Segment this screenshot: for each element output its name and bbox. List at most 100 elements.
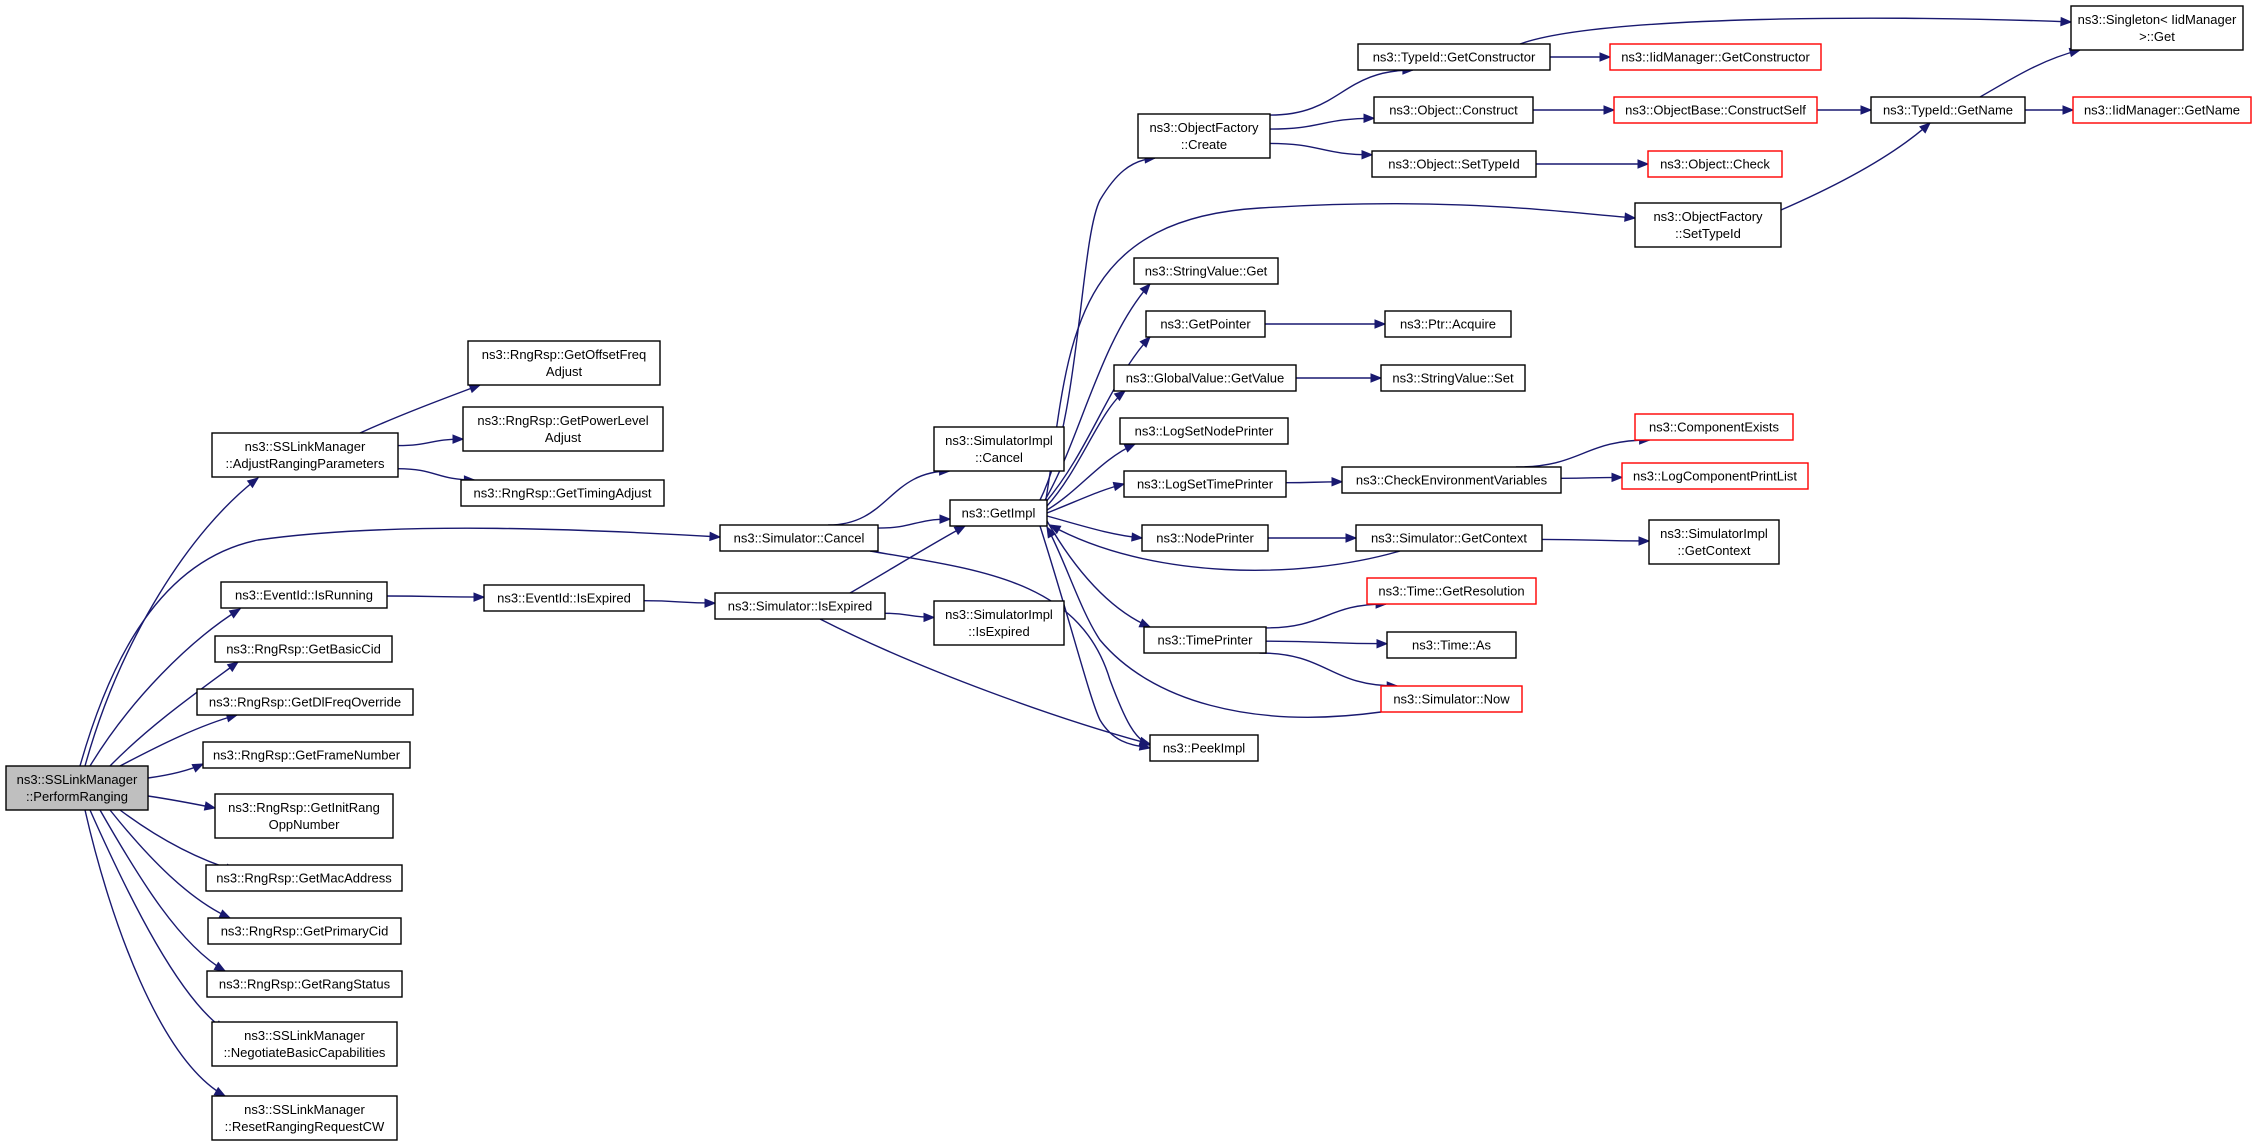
edge-line: [1259, 652, 1398, 687]
node-adjust[interactable]: ns3::SSLinkManager::AdjustRangingParamet…: [211, 432, 399, 478]
arrowhead: [1131, 532, 1144, 542]
node-implexpired[interactable]: ns3::SimulatorImpl::IsExpired: [933, 600, 1065, 646]
edge-line: [1046, 515, 1143, 539]
node-compexists[interactable]: ns3::ComponentExists: [1634, 413, 1794, 441]
node-isrunning[interactable]: ns3::EventId::IsRunning: [220, 581, 388, 609]
node-iidgetname[interactable]: ns3::IidManager::GetName: [2072, 96, 2252, 124]
node-basiccid[interactable]: ns3::RngRsp::GetBasicCid: [214, 635, 393, 663]
node-objcheck[interactable]: ns3::Object::Check: [1647, 150, 1783, 178]
node-framenum[interactable]: ns3::RngRsp::GetFrameNumber: [202, 741, 411, 769]
node-simnow[interactable]: ns3::Simulator::Now: [1380, 685, 1523, 713]
node-typeidgetname[interactable]: ns3::TypeId::GetName: [1870, 96, 2026, 124]
node-ptracquire[interactable]: ns3::Ptr::Acquire: [1384, 310, 1512, 338]
node-label: ns3::SimulatorImpl: [1660, 526, 1768, 541]
call-nodes: ns3::SSLinkManager::PerformRangingns3::S…: [5, 5, 2252, 1141]
node-simexpired[interactable]: ns3::Simulator::IsExpired: [714, 592, 886, 620]
node-getresolution[interactable]: ns3::Time::GetResolution: [1366, 577, 1537, 605]
node-ofsettypeid[interactable]: ns3::ObjectFactory::SetTypeId: [1634, 202, 1782, 248]
node-box: [1647, 150, 1783, 178]
node-box: [214, 635, 393, 663]
call-edge-simgetcontext-to-implgetcontext: [1541, 536, 1651, 546]
node-box: [1386, 631, 1517, 659]
edge-line: [119, 714, 238, 767]
node-getpointer[interactable]: ns3::GetPointer: [1145, 310, 1266, 338]
node-box: [2070, 5, 2244, 51]
node-primarycid[interactable]: ns3::RngRsp::GetPrimaryCid: [207, 917, 402, 945]
node-logcompprint[interactable]: ns3::LogComponentPrintList: [1621, 462, 1809, 490]
node-label: ns3::IidManager::GetConstructor: [1621, 50, 1810, 65]
node-label: ::PerformRanging: [26, 789, 128, 804]
arrowhead: [1638, 536, 1651, 546]
node-negotiate[interactable]: ns3::SSLinkManager::NegotiateBasicCapabi…: [211, 1021, 398, 1067]
arrowhead: [218, 909, 232, 919]
node-objconstruct[interactable]: ns3::Object::Construct: [1373, 96, 1534, 124]
call-edge-logsettime-to-checkenv: [1285, 477, 1344, 487]
arrowhead: [1123, 443, 1137, 453]
arrowhead: [2060, 16, 2073, 27]
node-iidgetconstructor[interactable]: ns3::IidManager::GetConstructor: [1609, 43, 1822, 71]
node-resetcw[interactable]: ns3::SSLinkManager::ResetRangingRequestC…: [211, 1095, 398, 1141]
call-edge-root-to-primarycid: [109, 809, 232, 919]
node-box: [483, 584, 645, 612]
node-box: [211, 432, 399, 478]
node-evexpired[interactable]: ns3::EventId::IsExpired: [483, 584, 645, 612]
node-box: [214, 793, 394, 839]
call-edge-getimpl-to-logsetnode: [1046, 443, 1137, 511]
node-label: ns3::SSLinkManager: [244, 1028, 365, 1043]
node-timingadj[interactable]: ns3::RngRsp::GetTimingAdjust: [460, 479, 665, 507]
call-edge-simcancel-to-implcancel: [828, 466, 951, 526]
arrowhead: [1370, 373, 1383, 383]
edge-line: [1046, 526, 1382, 718]
node-box: [1123, 470, 1287, 498]
node-label: ns3::RngRsp::GetTimingAdjust: [474, 486, 652, 501]
node-timeas[interactable]: ns3::Time::As: [1386, 631, 1517, 659]
node-checkenv[interactable]: ns3::CheckEnvironmentVariables: [1341, 466, 1562, 494]
edge-line: [1265, 640, 1388, 645]
node-ofcreate[interactable]: ns3::ObjectFactory::Create: [1137, 113, 1271, 159]
node-label: Adjust: [546, 364, 583, 379]
node-label: ns3::LogSetNodePrinter: [1135, 424, 1274, 439]
node-singleton[interactable]: ns3::Singleton< IidManager>::Get: [2070, 5, 2244, 51]
node-rangstatus[interactable]: ns3::RngRsp::GetRangStatus: [206, 970, 403, 998]
node-getimpl[interactable]: ns3::GetImpl: [949, 499, 1048, 527]
node-simcancel[interactable]: ns3::Simulator::Cancel: [719, 524, 879, 552]
node-label: ns3::TypeId::GetConstructor: [1373, 50, 1536, 65]
node-box: [462, 406, 664, 452]
node-gvgetvalue[interactable]: ns3::GlobalValue::GetValue: [1113, 364, 1297, 392]
edge-line: [1269, 69, 1413, 116]
node-label: ns3::EventId::IsRunning: [235, 588, 373, 603]
node-box: [933, 426, 1065, 472]
call-edge-adjust-to-powerlevel: [397, 434, 465, 447]
node-box: [1133, 257, 1279, 285]
node-box: [206, 970, 403, 998]
node-label: ::AdjustRangingParameters: [226, 456, 385, 471]
node-simgetcontext[interactable]: ns3::Simulator::GetContext: [1355, 524, 1543, 552]
node-logsetnode[interactable]: ns3::LogSetNodePrinter: [1119, 417, 1289, 445]
edge-line: [1044, 283, 1151, 501]
node-box: [1355, 524, 1543, 552]
edge-line: [89, 809, 226, 1031]
node-peekimpl[interactable]: ns3::PeekImpl: [1149, 734, 1259, 762]
node-timeprinter[interactable]: ns3::TimePrinter: [1143, 626, 1267, 654]
node-box: [1149, 734, 1259, 762]
node-strvalget[interactable]: ns3::StringValue::Get: [1133, 257, 1279, 285]
node-label: ns3::CheckEnvironmentVariables: [1356, 473, 1548, 488]
node-logsettime[interactable]: ns3::LogSetTimePrinter: [1123, 470, 1287, 498]
edge-line: [99, 809, 226, 972]
node-constructself[interactable]: ns3::ObjectBase::ConstructSelf: [1613, 96, 1818, 124]
node-strvalset[interactable]: ns3::StringValue::Set: [1380, 364, 1526, 392]
arrowhead: [953, 525, 967, 536]
node-getconstructor[interactable]: ns3::TypeId::GetConstructor: [1357, 43, 1551, 71]
node-implcancel[interactable]: ns3::SimulatorImpl::Cancel: [933, 426, 1065, 472]
node-dlfreq[interactable]: ns3::RngRsp::GetDlFreqOverride: [196, 688, 414, 716]
node-box: [1137, 113, 1271, 159]
node-macaddr[interactable]: ns3::RngRsp::GetMacAddress: [205, 864, 403, 892]
node-nodeprinter[interactable]: ns3::NodePrinter: [1141, 524, 1269, 552]
edge-line: [1046, 443, 1136, 511]
node-label: ns3::GlobalValue::GetValue: [1126, 371, 1285, 386]
node-implgetcontext[interactable]: ns3::SimulatorImpl::GetContext: [1648, 519, 1780, 565]
node-objsettypeid[interactable]: ns3::Object::SetTypeId: [1371, 150, 1537, 178]
